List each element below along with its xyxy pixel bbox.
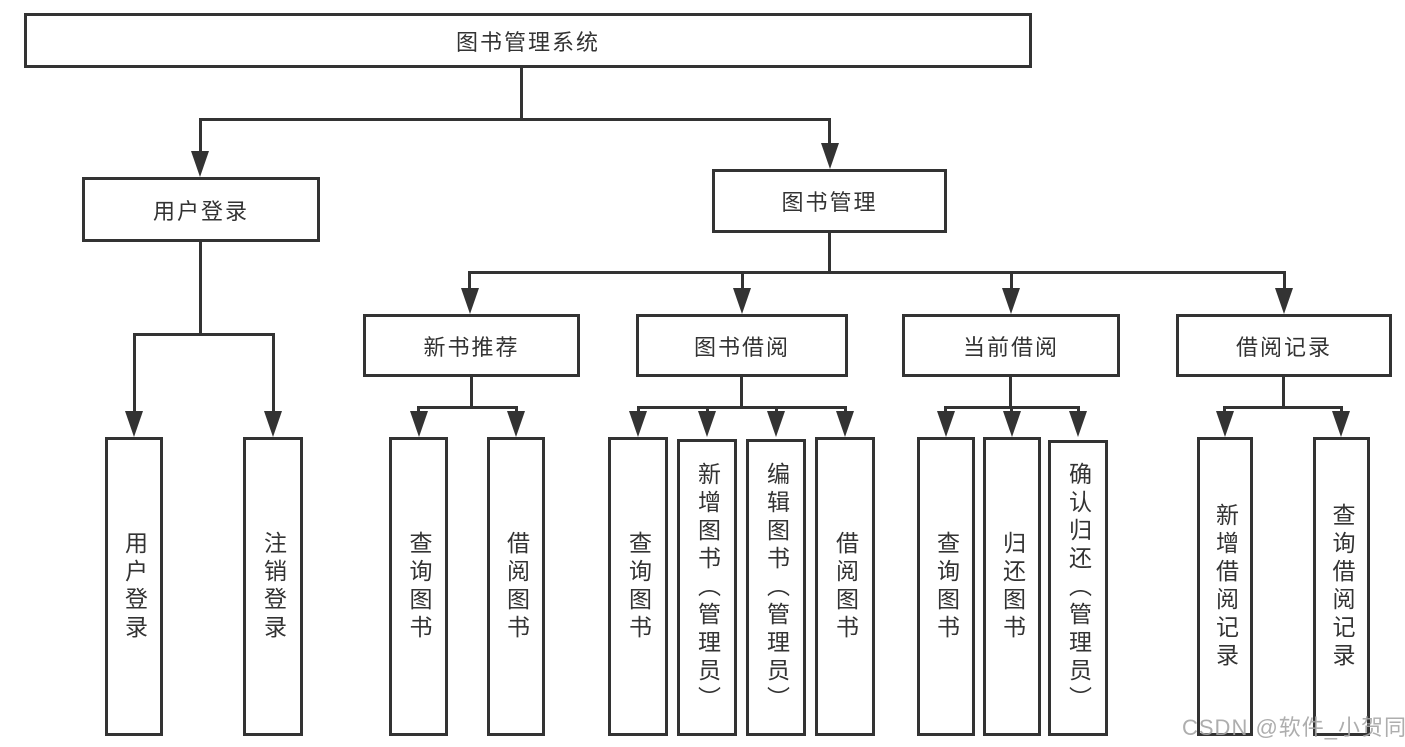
connector-line [775,406,778,414]
connector-line [199,118,202,152]
leaf-logout-label: 注销登录 [260,530,287,643]
arrow-down-icon [821,143,839,169]
node-root-label: 图书管理系统 [455,29,600,55]
leaf-recommend-query-books: 查询图书 [389,437,448,736]
arrow-down-icon [507,411,525,437]
node-new-book-recommend: 新书推荐 [363,314,580,377]
arrow-down-icon [1332,411,1350,437]
connector-line [520,68,523,119]
arrow-down-icon [191,151,209,177]
arrow-down-icon [733,288,751,314]
leaf-current-query-books: 查询图书 [917,437,975,736]
leaf-borrow-books: 借阅图书 [815,437,875,736]
node-book-management: 图书管理 [712,169,947,233]
connector-line [417,406,518,409]
leaf-borrowing-query-books: 查询图书 [608,437,668,736]
node-borrowing-records-label: 借阅记录 [1235,334,1332,360]
connector-line [1283,271,1286,290]
arrow-down-icon [1275,288,1293,314]
arrow-down-icon [767,411,785,437]
arrow-down-icon [1002,288,1020,314]
connector-line [637,406,640,414]
connector-line [417,406,420,414]
leaf-confirm-return-admin: 确认归还（管理员） [1048,440,1108,736]
connector-line [844,406,847,414]
node-book-borrowing-label: 图书借阅 [693,334,790,360]
arrow-down-icon [410,411,428,437]
leaf-edit-books-admin-label: 编辑图书（管理员） [763,461,790,714]
node-new-book-recommend-label: 新书推荐 [423,334,520,360]
arrow-down-icon [629,411,647,437]
leaf-borrow-books-label: 借阅图书 [832,530,859,643]
connector-line [1010,406,1013,414]
node-root: 图书管理系统 [24,13,1032,68]
leaf-user-login-label: 用户登录 [121,530,148,643]
arrow-down-icon [1003,411,1021,437]
leaf-add-borrow-record: 新增借阅记录 [1197,437,1253,736]
node-book-management-label: 图书管理 [781,190,878,215]
connector-line [468,271,1286,274]
leaf-query-borrow-record-label: 查询借阅记录 [1329,502,1355,671]
leaf-logout: 注销登录 [243,437,303,736]
connector-line [515,406,518,414]
arrow-down-icon [1216,411,1234,437]
leaf-return-books-label: 归还图书 [999,530,1026,643]
connector-line [1010,271,1013,290]
arrow-down-icon [836,411,854,437]
connector-line [468,271,471,290]
node-borrowing-records: 借阅记录 [1176,314,1392,377]
connector-line [272,333,275,413]
arrow-down-icon [698,411,716,437]
leaf-add-borrow-record-label: 新增借阅记录 [1212,502,1239,671]
connector-line [944,406,947,414]
connector-line [1223,406,1226,414]
leaf-recommend-query-books-label: 查询图书 [406,530,432,643]
arrow-down-icon [461,288,479,314]
node-book-borrowing: 图书借阅 [636,314,848,377]
leaf-add-books-admin: 新增图书（管理员） [677,439,737,736]
leaf-confirm-return-admin-label: 确认归还（管理员） [1065,462,1092,714]
leaf-return-books: 归还图书 [983,437,1041,736]
leaf-recommend-borrow-books: 借阅图书 [487,437,545,736]
connector-line [1223,406,1343,409]
leaf-query-borrow-record: 查询借阅记录 [1313,437,1370,736]
arrow-down-icon [937,411,955,437]
leaf-add-books-admin-label: 新增图书（管理员） [694,461,721,714]
connector-line [133,333,136,413]
connector-line [1077,406,1080,414]
connector-line [828,118,831,144]
connector-line [1009,377,1012,409]
leaf-borrowing-query-books-label: 查询图书 [625,530,652,643]
connector-line [637,406,847,409]
connector-line [199,118,831,121]
connector-line [706,406,709,414]
arrow-down-icon [1069,411,1087,437]
csdn-watermark: CSDN @软件_小贺同学 [1182,715,1405,740]
connector-line [470,377,473,409]
connector-line [1340,406,1343,414]
leaf-recommend-borrow-books-label: 借阅图书 [503,530,530,643]
connector-line [828,233,831,274]
connector-line [741,271,744,290]
connector-line [199,242,202,336]
arrow-down-icon [125,411,143,437]
node-current-borrowing-label: 当前借阅 [962,334,1059,360]
arrow-down-icon [264,411,282,437]
connector-line [133,333,275,336]
node-user-login: 用户登录 [82,177,320,242]
node-current-borrowing: 当前借阅 [902,314,1120,377]
connector-line [740,377,743,409]
connector-line [1282,377,1285,409]
node-user-login-label: 用户登录 [152,198,249,224]
leaf-current-query-books-label: 查询图书 [933,530,960,643]
leaf-edit-books-admin: 编辑图书（管理员） [746,439,806,736]
leaf-user-login: 用户登录 [105,437,163,736]
